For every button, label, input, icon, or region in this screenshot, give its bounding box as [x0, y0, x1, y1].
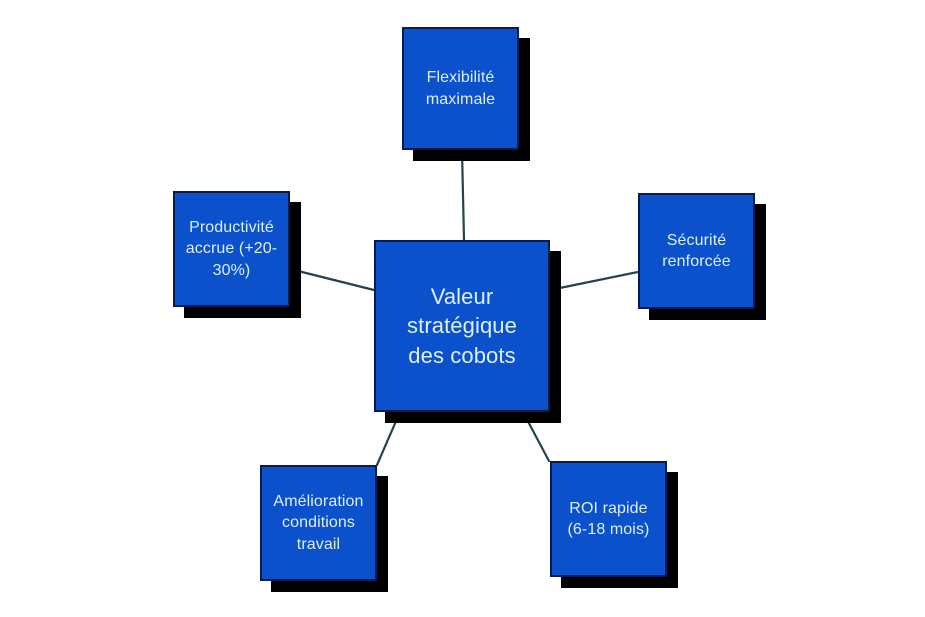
node-flexibilite-label: Flexibilité maximale	[425, 69, 496, 108]
node-roi[interactable]: ROI rapide (6-18 mois)	[550, 461, 667, 577]
node-amelioration[interactable]: Amélioration conditions travail	[260, 465, 377, 581]
edge-center-roi	[521, 410, 551, 463]
node-flexibilite[interactable]: Flexibilité maximale	[402, 27, 519, 150]
edge-center-amelioration	[375, 410, 402, 467]
node-amelioration-label: Amélioration conditions travail	[273, 493, 364, 553]
node-center-label: Valeur stratégique des cobots	[407, 284, 517, 368]
node-center-valeur-strategique[interactable]: Valeur stratégique des cobots	[374, 240, 550, 412]
node-productivite-label: Productivité accrue (+20- 30%)	[185, 219, 278, 279]
node-securite-label: Sécurité renforcée	[662, 231, 731, 270]
node-roi-label: ROI rapide (6-18 mois)	[567, 499, 650, 538]
edge-center-securite	[548, 270, 640, 292]
node-securite[interactable]: Sécurité renforcée	[638, 193, 755, 309]
edge-center-productivite	[288, 267, 376, 292]
edge-center-flexibilite	[460, 148, 466, 242]
node-productivite[interactable]: Productivité accrue (+20- 30%)	[173, 191, 290, 307]
